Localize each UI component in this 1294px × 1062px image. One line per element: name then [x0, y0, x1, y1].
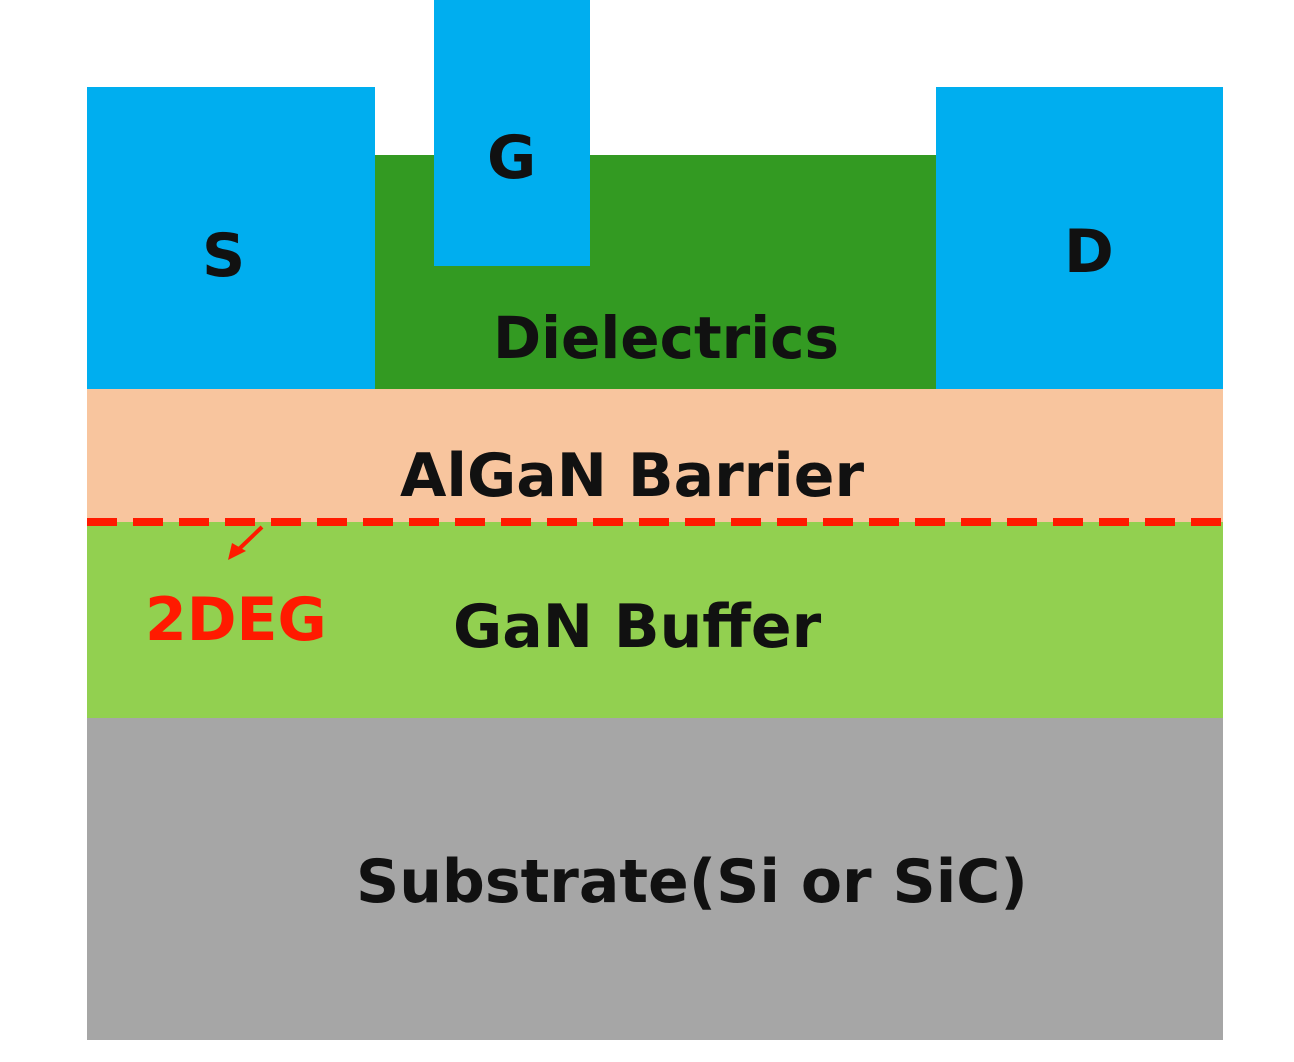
buffer-label: GaN Buffer	[453, 592, 822, 662]
dielectric-label: Dielectrics	[493, 304, 840, 372]
2deg-label: 2DEG	[145, 585, 327, 655]
barrier-label: AlGaN Barrier	[400, 441, 865, 511]
gate-label: G	[487, 123, 537, 193]
gate-electrode	[434, 0, 590, 266]
2deg-arrow-shaft	[236, 525, 264, 552]
substrate-layer	[87, 718, 1223, 1040]
drain-label: D	[1064, 217, 1114, 287]
algan-barrier-layer	[87, 389, 1223, 522]
substrate-label: Substrate(Si or SiC)	[356, 847, 1028, 917]
drain-electrode	[936, 87, 1223, 389]
gan-buffer-layer	[87, 522, 1223, 718]
source-electrode	[87, 87, 375, 389]
source-label: S	[202, 221, 246, 291]
2deg-arrow-head	[228, 543, 246, 560]
